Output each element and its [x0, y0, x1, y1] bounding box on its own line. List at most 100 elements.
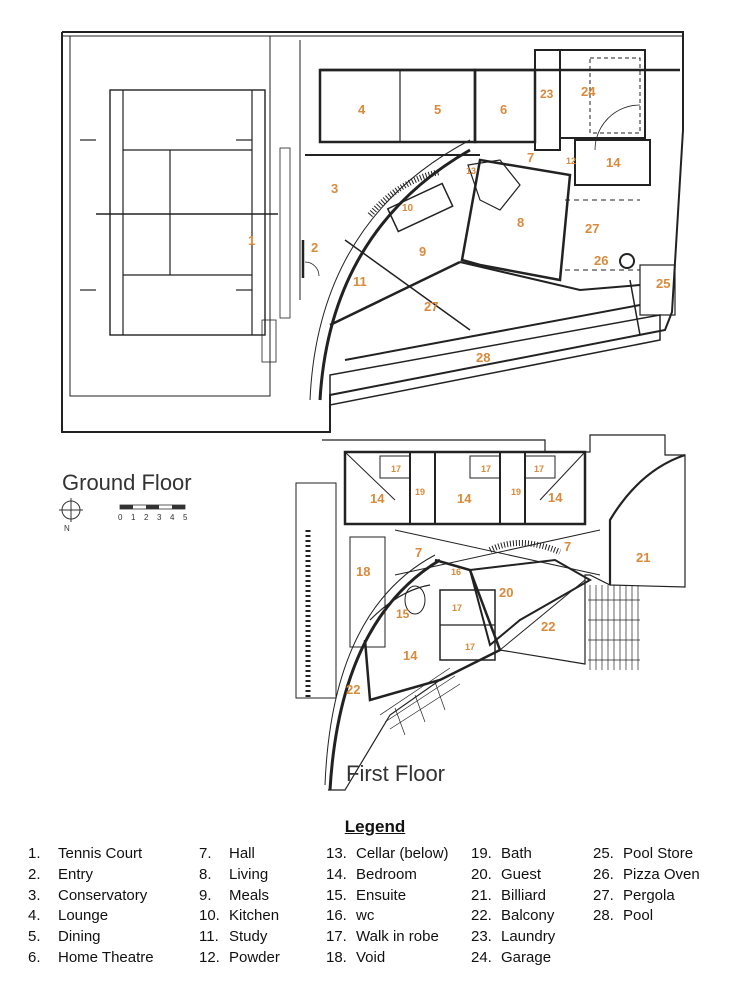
- north-label: N: [64, 524, 70, 533]
- room-label: 6: [500, 102, 507, 117]
- legend-item: 27.Pergola: [593, 887, 700, 908]
- legend-label: Laundry: [501, 928, 556, 946]
- legend-label: Walk in robe: [356, 928, 439, 946]
- room-label: 16: [451, 567, 461, 577]
- legend-column-4: 19.Bath 20.Guest 21.Billiard 22.Balcony …: [471, 845, 555, 970]
- scale-bar: 0 1 2 3 4 5: [118, 504, 188, 522]
- room-label: 24: [581, 84, 596, 99]
- legend-label: Kitchen: [229, 907, 280, 925]
- room-label: 8: [517, 215, 524, 230]
- legend-item: 16.wc: [326, 907, 449, 928]
- legend-label: Living: [229, 865, 269, 883]
- room-label: 17: [481, 464, 491, 474]
- legend-number: 4.: [28, 907, 41, 925]
- room-label: 19: [415, 487, 425, 497]
- legend-number: 13.: [326, 845, 347, 862]
- scale-tick: 0: [118, 513, 123, 522]
- room-label: 14: [370, 491, 385, 506]
- room-label: 22: [346, 682, 360, 697]
- room-label: 14: [457, 491, 472, 506]
- room-label: 26: [594, 253, 608, 268]
- legend-item: 24.Garage: [471, 949, 555, 970]
- legend-label: Dining: [58, 928, 101, 946]
- room-label: 1: [248, 233, 255, 248]
- legend-item: 13.Cellar (below): [326, 845, 449, 866]
- legend-item: 3.Conservatory: [28, 887, 154, 908]
- legend-number: 26.: [593, 865, 614, 883]
- legend-label: Pool: [623, 907, 654, 925]
- room-label: 21: [636, 550, 650, 565]
- legend-item: 1. Tennis Court: [28, 845, 154, 866]
- legend-number: 10.: [199, 907, 220, 925]
- legend-item: 10. Kitchen: [199, 907, 280, 928]
- legend-item: 25.Pool Store: [593, 845, 700, 866]
- legend-label: wc: [356, 907, 375, 925]
- legend-item: 5.Dining: [28, 928, 154, 949]
- room-label: 14: [403, 648, 418, 663]
- legend-item: 2. Entry: [28, 866, 154, 887]
- legend-number: 12.: [199, 948, 220, 966]
- legend-item: 20.Guest: [471, 866, 555, 887]
- room-label: 23: [540, 87, 554, 101]
- scale-tick: 2: [144, 513, 149, 522]
- legend-number: 24.: [471, 948, 492, 966]
- legend-label: Pergola: [623, 886, 675, 904]
- scale-tick: 5: [183, 513, 188, 522]
- scale-tick: 3: [157, 513, 162, 522]
- legend-item: 12. Powder: [199, 949, 280, 970]
- legend-item: 4.Lounge: [28, 907, 154, 928]
- legend-number: 1.: [28, 845, 41, 862]
- legend-label: Powder: [229, 948, 280, 966]
- room-label: 27: [424, 299, 438, 314]
- room-label: 7: [415, 545, 422, 560]
- legend-label: Bedroom: [356, 865, 417, 883]
- legend-title: Legend: [344, 817, 406, 836]
- legend-number: 21.: [471, 886, 492, 904]
- legend-item: 22. Balcony: [471, 907, 555, 928]
- room-label: 19: [511, 487, 521, 497]
- room-label: 20: [499, 585, 513, 600]
- legend-number: 8.: [199, 865, 212, 883]
- legend-number: 17.: [326, 928, 347, 946]
- legend-number: 9.: [199, 886, 212, 904]
- legend-label: Conservatory: [58, 886, 148, 904]
- room-label: 7: [527, 150, 534, 165]
- legend-label: Balcony: [501, 907, 555, 925]
- legend-column-3: 13.Cellar (below) 14.Bedroom 15.Ensuite …: [326, 845, 449, 970]
- room-label: 15: [396, 607, 410, 621]
- legend-label: Entry: [58, 865, 94, 883]
- legend-item: 15.Ensuite: [326, 887, 449, 908]
- room-label: 17: [534, 464, 544, 474]
- legend-label: Home Theatre: [58, 948, 154, 966]
- room-label: 5: [434, 102, 441, 117]
- legend-label: Ensuite: [356, 886, 407, 904]
- legend-label: Guest: [501, 865, 542, 883]
- legend-number: 19.: [471, 845, 492, 862]
- legend-number: 11.: [199, 928, 219, 946]
- legend-label: Bath: [501, 845, 532, 862]
- room-label: 25: [656, 276, 670, 291]
- legend-item: 19. Bath: [471, 845, 555, 866]
- tennis-court: [69, 35, 271, 397]
- room-numbers: 1 2 3 4 5 6 7 8 9 10 11 12 13 14 23 24 2…: [248, 84, 670, 697]
- legend-item: 21.Billiard: [471, 887, 555, 908]
- ground-floor-plan: [61, 31, 684, 433]
- legend-number: 14.: [326, 865, 347, 883]
- legend-item: 17. Walk in robe: [326, 928, 449, 949]
- legend-item: 7. Hall: [199, 845, 280, 866]
- room-label: 14: [606, 155, 621, 170]
- legend-number: 2.: [28, 865, 41, 883]
- legend-label: Study: [229, 928, 268, 946]
- room-label: 27: [585, 221, 599, 236]
- legend-label: Hall: [229, 845, 255, 862]
- legend-label: Tennis Court: [58, 845, 143, 862]
- room-label: 12: [566, 156, 576, 166]
- legend-number: 7.: [199, 845, 212, 862]
- legend-number: 28.: [593, 907, 614, 925]
- room-label: 17: [452, 603, 462, 613]
- legend-number: 22.: [471, 907, 492, 925]
- north-arrow-icon: [59, 498, 83, 522]
- legend-column-2: 7.Hall 8.Living 9.Meals 10.Kitchen 11.St…: [199, 845, 280, 970]
- legend-number: 25.: [593, 845, 614, 862]
- room-label: 17: [465, 642, 475, 652]
